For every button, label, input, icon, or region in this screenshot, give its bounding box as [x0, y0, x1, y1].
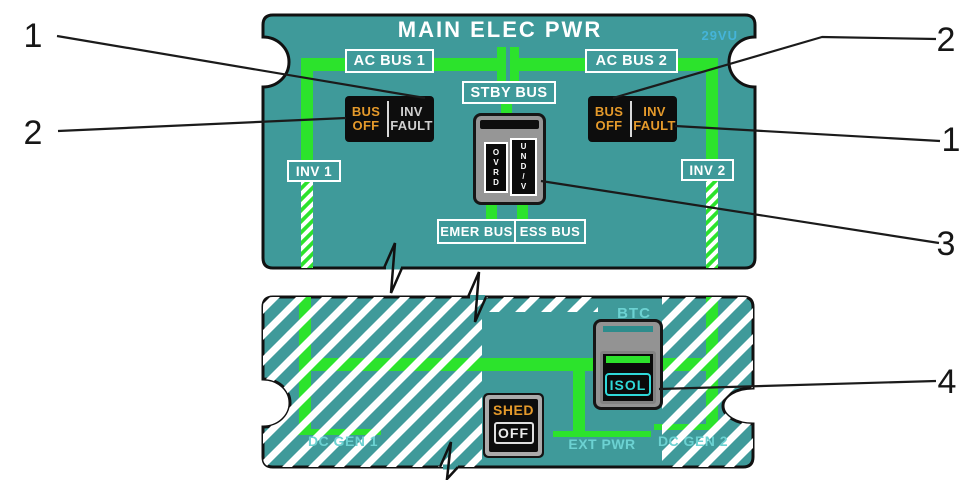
annunciator-divider — [387, 101, 389, 137]
dc-gen-1-label: DC GEN 1 — [307, 433, 379, 449]
inv-2-label: INV 2 — [681, 159, 734, 181]
inv2-annunciator[interactable]: BUS OFF INV FAULT — [588, 96, 677, 142]
emer-ess-bus-label: EMER BUS ESS BUS — [437, 219, 586, 244]
label-divider — [514, 221, 517, 242]
isol-position-label[interactable]: ISOL — [605, 373, 651, 396]
callout-number-4-right: 4 — [937, 363, 957, 401]
bus-off-light-2[interactable]: BUS OFF — [594, 104, 624, 133]
annunciator-divider — [630, 101, 632, 137]
btc-switch-face: ISOL — [603, 354, 653, 401]
stby-switch-slot — [480, 120, 539, 129]
inv-fault-light-2[interactable]: INV FAULT — [633, 104, 676, 133]
inv1-annunciator[interactable]: BUS OFF INV FAULT — [345, 96, 434, 142]
ac-bus-1-label: AC BUS 1 — [345, 49, 434, 73]
panel-code: 29VU — [701, 28, 738, 43]
shed-button-bezel: SHED OFF — [485, 395, 542, 456]
dc-gen-2-label: DC GEN 2 — [657, 433, 729, 449]
inv2-hatched-line — [706, 179, 718, 268]
btc-switch-face-frame: ISOL — [600, 351, 656, 404]
bottom-panel-break-marks — [438, 271, 488, 480]
stby-switch-undv-position[interactable]: UND/V — [510, 138, 537, 196]
inv-1-label: INV 1 — [287, 160, 341, 182]
bottom-panel-shape — [261, 271, 755, 480]
callout-number-2-right: 2 — [936, 21, 956, 59]
undv-text: UND/V — [519, 142, 528, 192]
callout-number-3-right: 3 — [936, 225, 956, 263]
btc-switch-green-bar — [606, 356, 650, 363]
ess-bus-label: ESS BUS — [519, 224, 581, 239]
shed-off-light: OFF — [493, 422, 534, 444]
ext-pwr-label: EXT PWR — [568, 436, 636, 452]
stby-bus-switch[interactable]: OVRD UND/V — [473, 113, 546, 205]
shed-button-face: SHED OFF — [489, 399, 538, 452]
btc-label: BTC — [617, 305, 651, 322]
panel-title: MAIN ELEC PWR — [397, 17, 603, 42]
ac-bus-2-label: AC BUS 2 — [585, 49, 678, 73]
btc-isol-switch[interactable]: ISOL — [593, 319, 663, 410]
bus-off-light-1[interactable]: BUS OFF — [351, 104, 381, 133]
shed-off-button[interactable]: SHED OFF — [483, 393, 544, 458]
callout-number-2-left: 2 — [23, 114, 43, 152]
inv1-hatched-line — [301, 181, 313, 268]
shed-light: SHED — [493, 402, 534, 418]
emer-bus-label: EMER BUS — [440, 224, 513, 239]
stby-bus-label: STBY BUS — [462, 81, 556, 104]
inv-fault-light-1[interactable]: INV FAULT — [390, 104, 433, 133]
ovrd-text: OVRD — [491, 147, 501, 188]
top-panel-break-mark — [382, 242, 404, 294]
btc-switch-body: ISOL — [596, 322, 660, 407]
stby-switch-ovrd-position[interactable]: OVRD — [484, 142, 508, 193]
btc-switch-slot — [603, 326, 653, 332]
callout-number-1-right: 1 — [941, 121, 961, 159]
callout-number-1-left: 1 — [23, 17, 43, 55]
